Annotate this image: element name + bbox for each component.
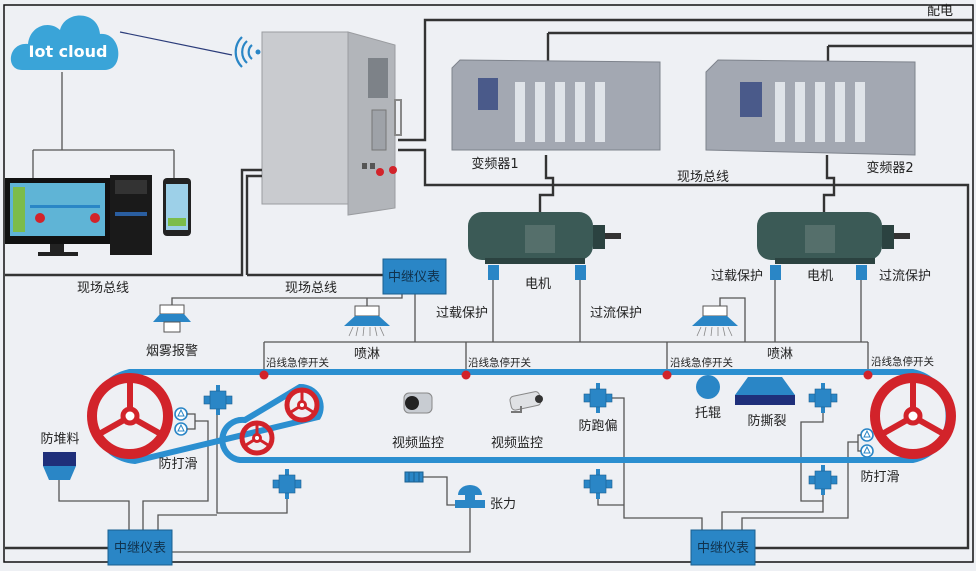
estop-dot[interactable] [461,370,471,380]
tension-label: 张力 [490,497,516,512]
sprinkler-icon [343,305,391,337]
motor-1-overcurrent-label: 过流保护 [590,306,642,321]
inverter-2-label: 变频器2 [866,160,913,176]
relay-meter-bottom-right[interactable]: 中继仪表 [690,529,756,566]
drive-pulley-right [875,378,951,454]
iot-cloud-icon: Iot cloud [10,15,119,70]
wifi-icon [234,36,261,68]
relay-label: 中继仪表 [114,541,166,556]
deviation-switch [808,464,838,496]
deviation-label: 防跑偏 [578,418,617,434]
estop-label: 沿线急停开关 [670,356,733,369]
motor-sensors [488,265,867,280]
sprinkler-label: 喷淋 [354,347,380,362]
antitear-sensor-icon [735,377,795,405]
motor-2-label: 电机 [807,269,833,284]
overcurrent-sensor [575,265,586,280]
tension-sensor-icon [404,471,485,508]
idler-icon [696,375,720,399]
signal-wires [423,476,455,506]
estop-label: 沿线急停开关 [266,356,329,369]
motor-2-overcurrent-label: 过流保护 [879,269,931,284]
power-line [546,31,973,62]
power-line [398,18,973,142]
tension-pulley [287,390,317,420]
computer-icon [5,175,152,256]
speed-sensor-icon [860,428,874,442]
video-label: 视频监控 [491,436,543,451]
motor-1-label: 电机 [525,277,551,292]
sprinkler-icon [691,305,739,337]
relay-meter-top[interactable]: 中继仪表 [382,258,447,295]
inverter-motor-line [822,155,836,225]
motor-1-overload-label: 过载保护 [436,306,488,321]
overload-sensor [770,265,781,280]
estop-label: 沿线急停开关 [468,356,531,369]
fieldbus-line [245,174,383,277]
overload-sensor [488,265,499,280]
fieldbus-label: 现场总线 [285,281,337,296]
signal-wires [172,508,471,553]
signal-wires [263,280,869,372]
smoke-alarm-icon [153,304,191,333]
relay-label: 中继仪表 [697,541,749,556]
estop-label: 沿线急停开关 [871,355,934,368]
antitear-label: 防撕裂 [747,413,786,429]
estop-dot[interactable] [259,370,269,380]
sprinkler-label: 喷淋 [767,347,793,362]
fieldbus-label: 现场总线 [77,281,129,296]
motor-2 [757,212,910,264]
pileup-label: 防堆料 [40,431,79,447]
signal-wires [58,388,288,530]
control-cabinet [261,31,402,216]
deviation-switch [808,382,838,414]
drive-pulley-left [92,378,168,454]
phone-icon [163,178,191,236]
frame [3,4,974,563]
camera-icon [403,392,433,414]
idler-label: 托辊 [695,406,721,421]
speed-sensor-icon [174,422,188,436]
cloud-wire [32,72,175,178]
motor-1 [468,212,621,264]
power-label: 配电 [927,4,953,19]
video-label: 视频监控 [392,436,444,451]
estop-switches [259,370,873,380]
deviation-switch [203,384,233,416]
deviation-switch [583,468,613,500]
motor-2-overload-label: 过载保护 [711,269,763,284]
deviation-switch [583,382,613,414]
power-line [826,44,973,62]
inverter-1: 变频器1 [451,59,661,172]
fieldbus-line [5,168,262,277]
signal-wires [597,397,858,530]
signal-wires [857,434,861,452]
estop-dot[interactable] [662,370,672,380]
overcurrent-sensor [856,265,867,280]
speed-sensor-icon [174,407,188,421]
inverter-1-label: 变频器1 [471,156,518,172]
antislip-label: 防打滑 [860,469,899,485]
camera-icon [509,391,543,413]
estop-dot[interactable] [863,370,873,380]
relay-meter-bottom-left[interactable]: 中继仪表 [107,529,173,566]
pileup-sensor-icon [43,452,76,480]
fieldbus-label: 现场总线 [677,170,729,185]
smoke-label: 烟雾报警 [146,343,198,359]
deviation-switch [272,468,302,500]
inverter-2: 变频器2 [705,59,916,176]
cloud-label: Iot cloud [29,42,108,61]
antislip-label: 防打滑 [158,456,197,472]
fieldbus-line [398,148,970,550]
inverter-motor-line [538,155,555,225]
tension-pulley [242,423,272,453]
wireless-link [119,31,233,56]
speed-sensor-icon [860,444,874,458]
relay-label: 中继仪表 [388,270,440,285]
signal-wires [187,413,196,430]
